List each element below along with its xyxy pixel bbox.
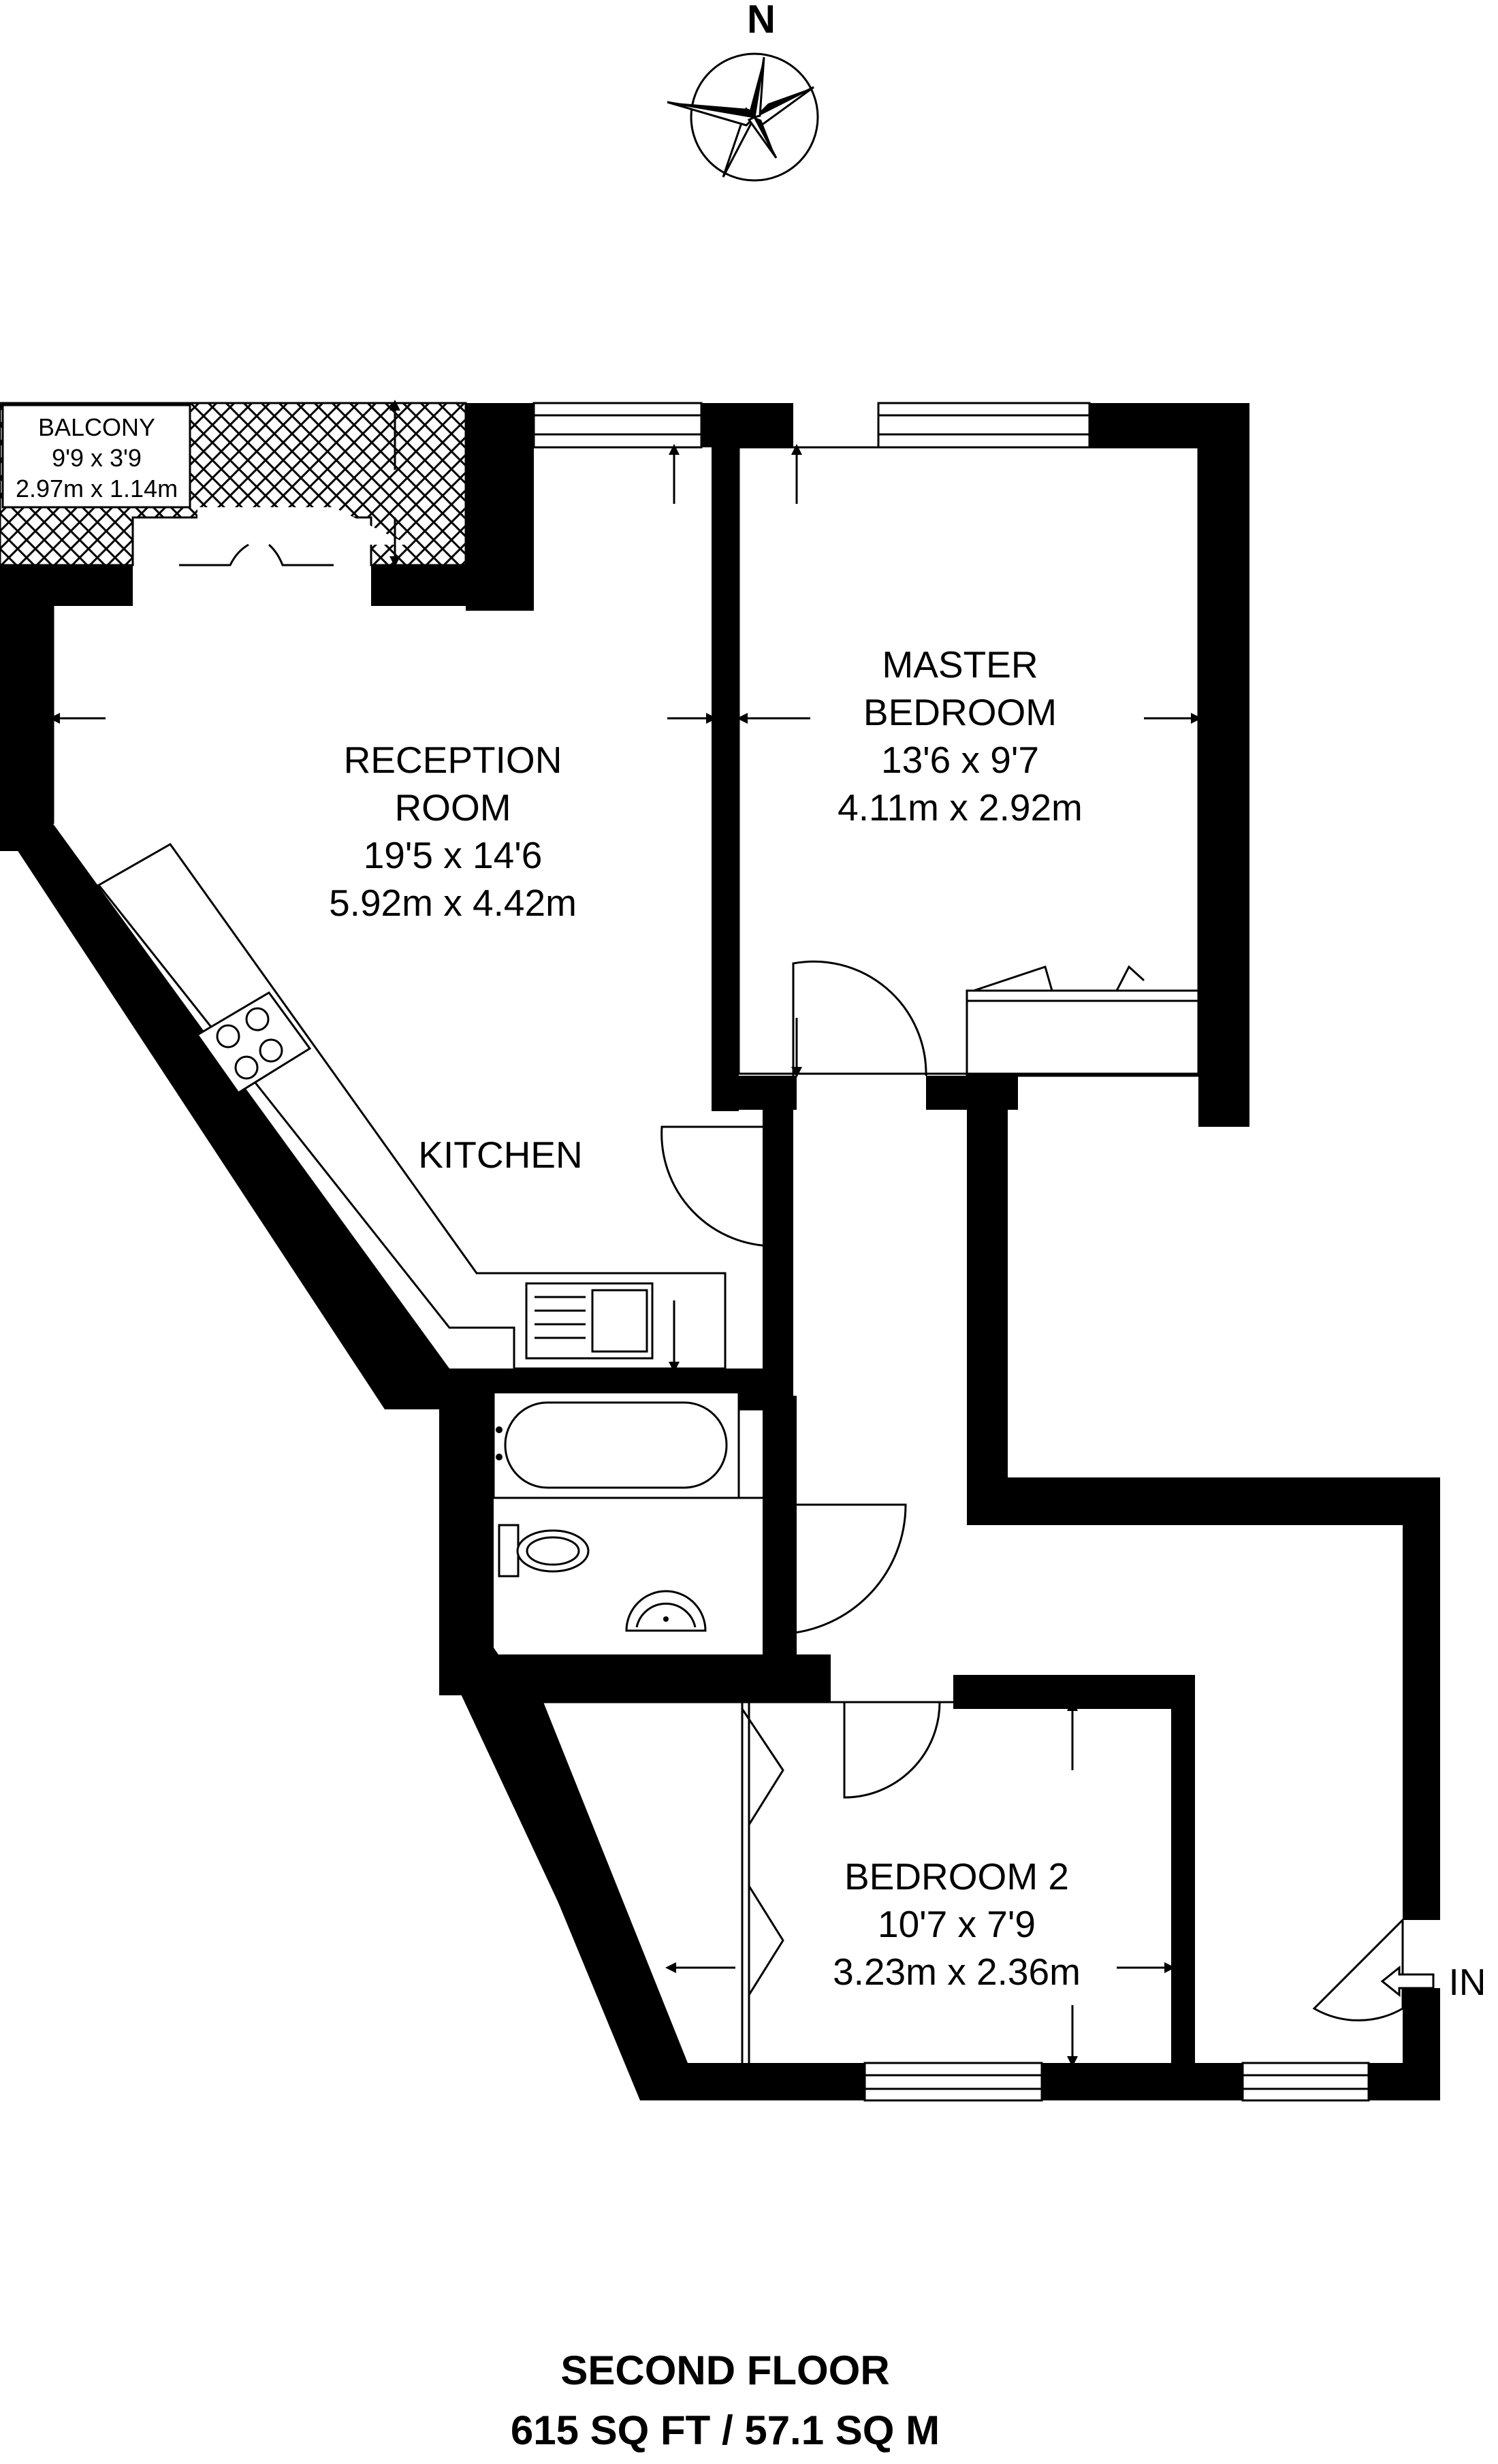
bedroom2-door (843, 1701, 941, 1799)
footer: SECOND FLOOR 615 SQ FT / 57.1 SQ M (511, 2348, 940, 2453)
reception-door (660, 1125, 777, 1247)
bedroom2-label: BEDROOM 2 10'7 x 7'9 3.23m x 2.36m (833, 1855, 1081, 1993)
doors (179, 543, 1404, 2021)
dimension-arrows (49, 400, 1202, 2067)
reception-dim-imperial: 19'5 x 14'6 (364, 834, 543, 876)
sink-icon (525, 1282, 654, 1360)
wardrobes (741, 965, 1200, 2063)
master-dim-metric: 4.11m x 2.92m (838, 786, 1083, 829)
kitchen-label: KITCHEN (418, 1134, 582, 1176)
balcony (0, 402, 467, 566)
bedroom2-name: BEDROOM 2 (844, 1855, 1069, 1898)
reception-name-line2: ROOM (394, 786, 511, 829)
balcony-dim-metric: 2.97m x 1.14m (16, 475, 178, 502)
reception-name-line1: RECEPTION (344, 739, 562, 781)
toilet-icon (498, 1524, 590, 1578)
basin-icon (625, 1590, 707, 1632)
entrance-arrow-icon (1380, 1965, 1435, 1998)
bedroom2-dim-metric: 3.23m x 2.36m (833, 1951, 1081, 1993)
internal-lines (52, 446, 1200, 2063)
master-bedroom-label: MASTER BEDROOM 13'6 x 9'7 4.11m x 2.92m (838, 643, 1083, 829)
bedroom2-dim-imperial: 10'7 x 7'9 (878, 1903, 1036, 1945)
hob-icon (195, 991, 312, 1095)
bathtub-icon (492, 1391, 740, 1499)
compass-north-label: N (747, 0, 776, 42)
balcony-dim-imperial: 9'9 x 3'9 (52, 444, 142, 472)
floor-area: 615 SQ FT / 57.1 SQ M (511, 2407, 940, 2453)
reception-dim-metric: 5.92m x 4.42m (329, 882, 577, 924)
walls (0, 403, 1440, 2100)
compass: N (667, 0, 819, 182)
master-dim-imperial: 13'6 x 9'7 (881, 739, 1039, 781)
master-bedroom-door (792, 960, 927, 1076)
floor-title: SECOND FLOOR (560, 2348, 889, 2393)
balcony-label-box (1, 404, 191, 509)
master-name-line2: BEDROOM (863, 691, 1057, 733)
bathroom-door (776, 1503, 907, 1635)
balcony-door-right (268, 543, 334, 566)
reception-room-label: RECEPTION ROOM 19'5 x 14'6 5.92m x 4.42m (329, 739, 577, 924)
entrance-label: IN (1449, 1961, 1486, 2003)
bathroom (492, 1391, 740, 1632)
compass-star-icon (667, 57, 814, 178)
balcony-door-left (179, 543, 249, 566)
entrance-door (1312, 1917, 1404, 2021)
kitchen-counter (97, 843, 727, 1370)
balcony-label: BALCONY 9'9 x 3'9 2.97m x 1.14m (16, 413, 178, 502)
balcony-name: BALCONY (38, 413, 155, 441)
master-name-line1: MASTER (882, 643, 1038, 686)
